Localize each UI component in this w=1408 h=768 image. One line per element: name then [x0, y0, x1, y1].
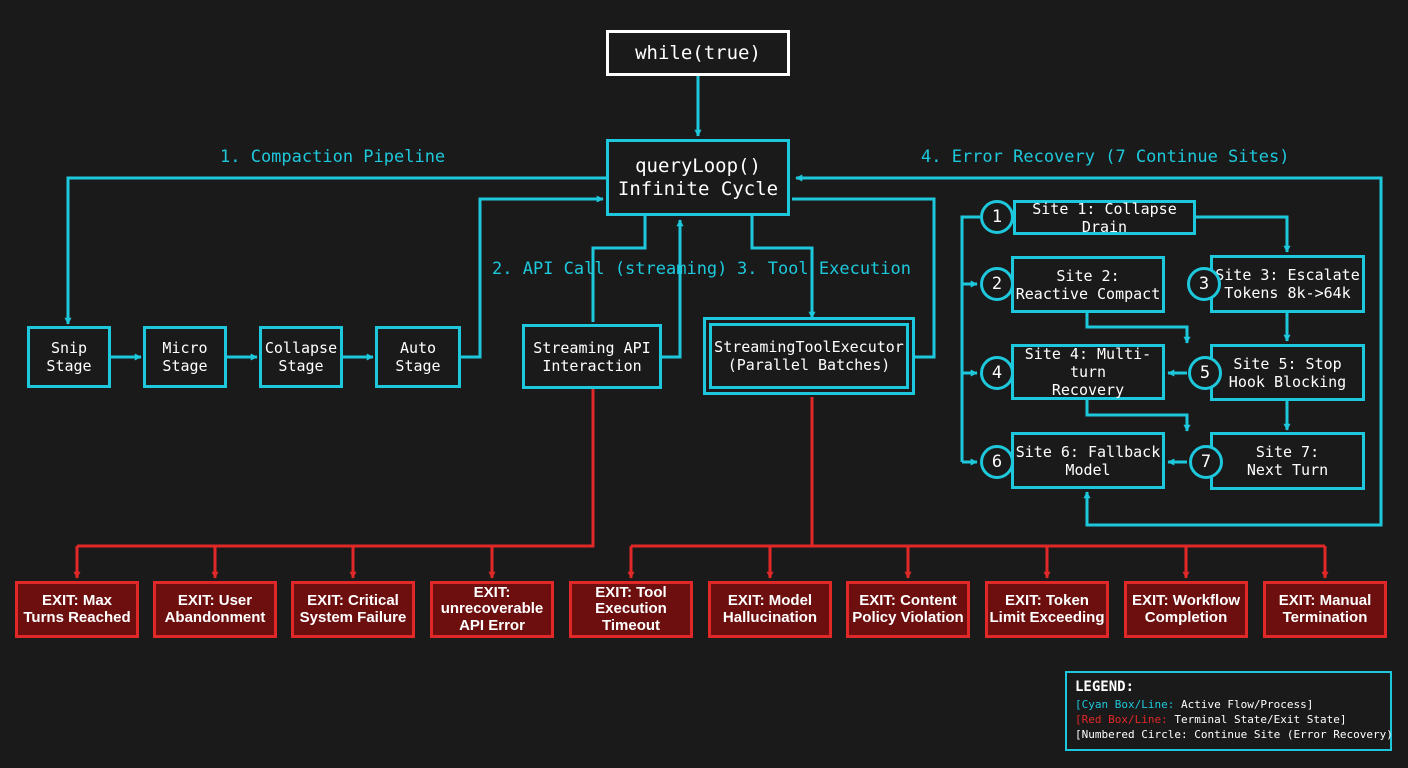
exit-content-policy: EXIT: Content Policy Violation — [846, 581, 970, 638]
query-loop-node: queryLoop() Infinite Cycle — [606, 139, 790, 216]
site-2-node: Site 2: Reactive Compact — [1011, 256, 1165, 313]
exit-model-hallucination: EXIT: Model Hallucination — [708, 581, 832, 638]
site-2-circle: 2 — [980, 267, 1014, 301]
site-3-circle: 3 — [1187, 267, 1221, 301]
legend-circle-desc: Continue Site (Error Recovery) — [1187, 728, 1393, 741]
legend: LEGEND: [Cyan Box/Line: Active Flow/Proc… — [1065, 671, 1393, 751]
legend-circle-key: [Numbered Circle: — [1075, 728, 1188, 741]
streaming-tool-executor-node: StreamingToolExecutor (Parallel Batches) — [703, 317, 915, 395]
collapse-stage-node: Collapse Stage — [259, 326, 343, 388]
site-1-node: Site 1: Collapse Drain — [1013, 200, 1196, 236]
tool-execution-label: 3. Tool Execution — [737, 259, 911, 279]
legend-cyan-desc: Active Flow/Process] — [1174, 698, 1314, 711]
exit-manual-termination: EXIT: Manual Termination — [1263, 581, 1387, 638]
micro-stage-node: Micro Stage — [143, 326, 227, 388]
site-7-circle: 7 — [1189, 445, 1223, 479]
exit-critical-failure: EXIT: Critical System Failure — [291, 581, 415, 638]
legend-cyan-row: [Cyan Box/Line: Active Flow/Process] — [1075, 697, 1382, 712]
exit-api-error: EXIT: unrecoverable API Error — [430, 581, 554, 638]
legend-red-key: [Red Box/Line: — [1075, 713, 1168, 726]
auto-stage-node: Auto Stage — [375, 326, 461, 388]
while-true-node: while(true) — [606, 30, 790, 76]
api-call-label: 2. API Call (streaming) — [492, 259, 728, 279]
exit-tool-timeout: EXIT: Tool Execution Timeout — [569, 581, 693, 638]
streaming-api-node: Streaming API Interaction — [522, 324, 662, 389]
site-6-circle: 6 — [980, 445, 1014, 479]
legend-red-row: [Red Box/Line: Terminal State/Exit State… — [1075, 712, 1382, 727]
site-5-circle: 5 — [1188, 356, 1222, 390]
legend-title: LEGEND: — [1075, 679, 1135, 695]
site-4-node: Site 4: Multi-turn Recovery — [1011, 344, 1165, 400]
snip-stage-node: Snip Stage — [27, 326, 111, 388]
legend-cyan-key: [Cyan Box/Line: — [1075, 698, 1175, 711]
site-6-node: Site 6: Fallback Model — [1011, 432, 1165, 489]
exit-max-turns: EXIT: Max Turns Reached — [15, 581, 139, 638]
site-7-node: Site 7: Next Turn — [1210, 432, 1365, 490]
error-recovery-label: 4. Error Recovery (7 Continue Sites) — [921, 147, 1290, 167]
legend-circle-row: [Numbered Circle: Continue Site (Error R… — [1075, 727, 1393, 742]
site-5-node: Site 5: Stop Hook Blocking — [1210, 344, 1365, 401]
exit-user-abandonment: EXIT: User Abandonment — [153, 581, 277, 638]
compaction-pipeline-label: 1. Compaction Pipeline — [220, 147, 446, 167]
exit-token-limit: EXIT: Token Limit Exceeding — [985, 581, 1109, 638]
legend-red-desc: Terminal State/Exit State] — [1167, 713, 1347, 726]
exit-workflow-completion: EXIT: Workflow Completion — [1124, 581, 1248, 638]
site-1-circle: 1 — [980, 200, 1014, 234]
site-3-node: Site 3: Escalate Tokens 8k->64k — [1210, 255, 1365, 313]
site-4-circle: 4 — [980, 356, 1014, 390]
